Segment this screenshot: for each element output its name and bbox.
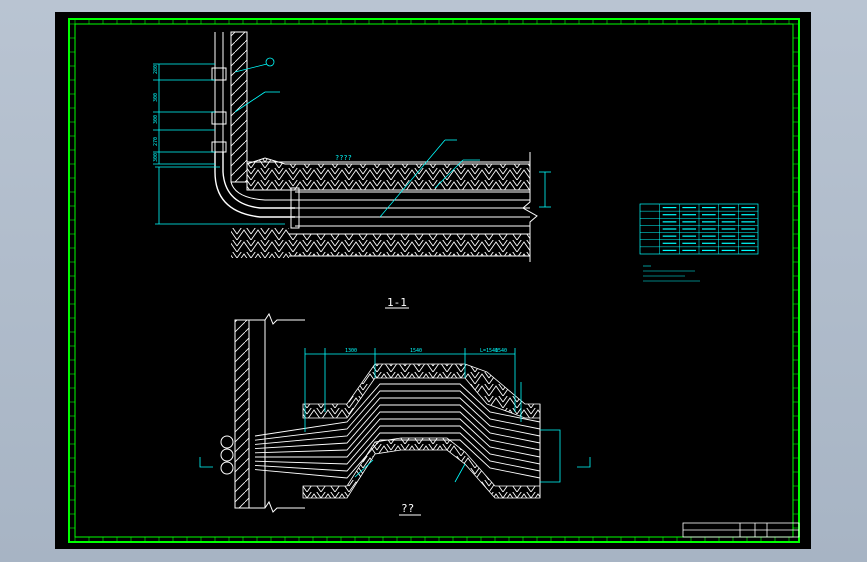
section-plan[interactable]: 1300 1540 L=1540 1540 ?? [199,312,591,516]
drawing-sheet[interactable]: 280 300 300 270 300 ???? 1-1 [55,12,811,549]
plan-pipe-line [254,390,541,441]
plan-dimensions [199,348,591,483]
pipe-bend [214,152,295,218]
dim-4: 300 [153,153,159,162]
section-plan-label: ?? [401,502,414,515]
plan-pipe-line [254,411,541,454]
title-block[interactable] [682,522,800,538]
plan-pipe-line [254,425,541,465]
plan-pipe-line [254,397,541,445]
dim-3: 270 [153,137,159,146]
base-hatch [289,234,530,256]
section-top-label: 1-1 [387,296,407,309]
ground-slab [246,157,531,191]
plan-dim-2: L=1540 [480,348,498,354]
dim-1: 300 [153,93,159,102]
plan-dim-0: 1300 [345,348,357,354]
section-top-note: ???? [335,154,352,162]
dim-0: 280 [153,65,159,74]
plan-dim-3: 1540 [495,348,507,354]
dimension-numbers: 280 300 300 270 300 [153,65,159,162]
section-1-1[interactable]: 280 300 300 270 300 ???? 1-1 [153,31,551,309]
plan-wall [234,319,250,509]
plan-pipe-line [254,404,541,450]
cad-drawing[interactable]: 280 300 300 270 300 ???? 1-1 [55,12,811,549]
dimension-lines [153,57,551,225]
plan-dim-1: 1540 [410,348,422,354]
drawing-frame [68,18,800,543]
schedule-table[interactable] [639,203,759,255]
plan-bottom-hatch [302,437,541,499]
plan-dim-numbers: 1300 1540 L=1540 1540 [345,348,507,354]
table-notes [643,265,700,282]
pipe-circles [220,435,234,475]
plan-pipe-line [254,383,541,437]
wall-hatch [230,31,248,183]
dim-2: 300 [153,115,159,124]
plan-pipe-line [254,432,541,472]
plan-pipe-line [255,418,541,458]
